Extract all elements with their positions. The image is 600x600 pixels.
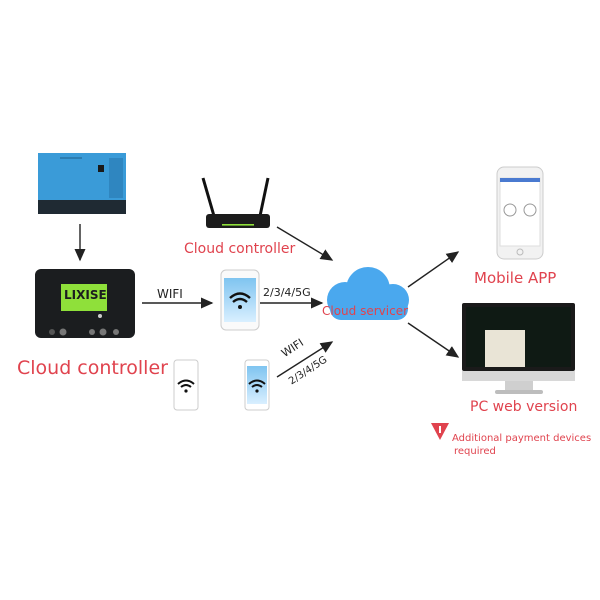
warning-icon xyxy=(431,423,449,440)
router-icon xyxy=(201,177,270,228)
generator-icon xyxy=(38,153,126,214)
controller-label: Cloud controller xyxy=(17,357,168,379)
arrow-cloud-to-pc xyxy=(407,322,460,358)
network-label: 2/3/4/5G xyxy=(263,286,311,299)
arrow-router-to-cloud xyxy=(276,226,334,261)
arrow-phone2-to-cloud xyxy=(276,341,334,378)
mobile-app-label: Mobile APP xyxy=(474,269,557,287)
cloud-icon xyxy=(327,267,409,320)
smartphone-wifi-icon xyxy=(220,269,260,331)
payment-note-2: required xyxy=(454,446,496,457)
wifi-label: WIFI xyxy=(157,287,183,301)
cloud-label: Cloud servicer xyxy=(322,304,409,318)
smartphone-wifi-icon-3 xyxy=(244,359,270,411)
controller-device-icon xyxy=(35,269,135,338)
device-brand: LIXISE xyxy=(64,288,107,302)
pc-web-label: PC web version xyxy=(470,399,578,415)
router-label: Cloud controller xyxy=(184,241,296,257)
pc-monitor-icon xyxy=(462,303,575,394)
mobile-app-phone-icon xyxy=(496,166,544,260)
payment-note: Additional payment devices xyxy=(452,433,592,444)
arrow-cloud-to-mobile xyxy=(407,251,460,288)
smartphone-wifi-icon-2 xyxy=(173,359,199,411)
